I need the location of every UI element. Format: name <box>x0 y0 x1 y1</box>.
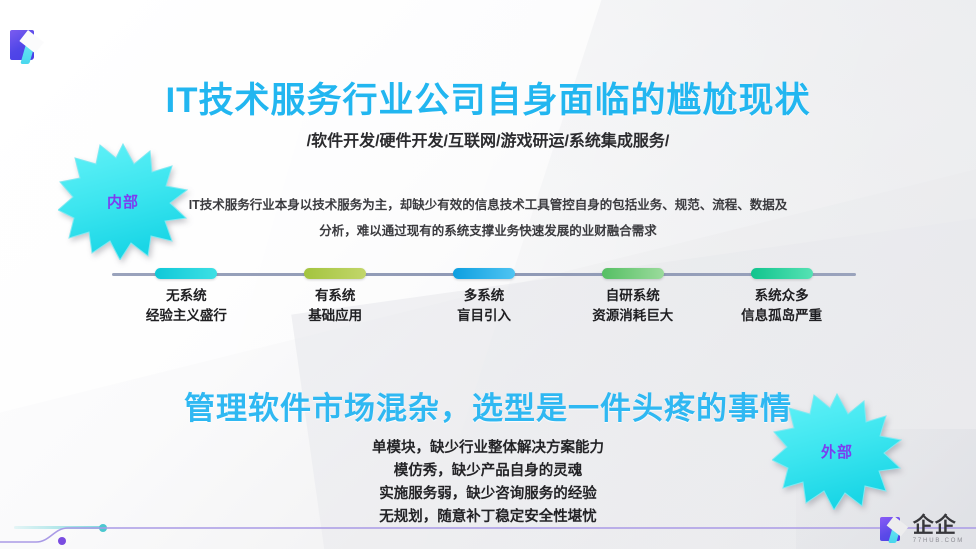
timeline-stage-marker <box>155 268 218 279</box>
badge-internal: 内部 <box>58 142 188 260</box>
page-title: IT技术服务行业公司自身面临的尴尬现状 <box>165 81 811 120</box>
timeline-stage-title: 有系统 <box>314 288 356 303</box>
timeline-stage-title: 自研系统 <box>605 288 660 303</box>
timeline-stage-desc: 资源消耗巨大 <box>592 308 674 323</box>
timeline-stage-title: 无系统 <box>166 288 207 303</box>
footer-curve-line <box>0 527 976 543</box>
qiqi-logo-mark-icon <box>10 30 44 64</box>
badge-external-label: 外部 <box>820 443 853 461</box>
external-bullet-item: 实施服务弱，缺少咨询服务的经验 <box>379 486 597 502</box>
footer-dot-purple <box>58 537 66 545</box>
intro-paragraph: IT技术服务行业本身以技术服务为主，却缺少有效的信息技术工具管控自身的包括业务、… <box>188 198 788 238</box>
timeline-stage-label: 多系统盲目引入 <box>399 286 569 326</box>
timeline-stage-marker <box>601 268 664 279</box>
timeline-stage-label: 系统众多信息孤岛严重 <box>697 286 867 326</box>
timeline-stage-title: 多系统 <box>463 288 505 303</box>
external-bullet-list: 单模块，缺少行业整体解决方案能力模仿秀，缺少产品自身的灵魂实施服务弱，缺少咨询服… <box>0 437 976 529</box>
timeline-stage-label: 有系统基础应用 <box>250 286 420 326</box>
timeline-stage-marker <box>453 268 515 279</box>
timeline-stage-desc: 信息孤岛严重 <box>741 308 823 323</box>
footer-logo-domain: 77HUB.COM <box>912 537 964 544</box>
timeline-stage-desc: 基础应用 <box>308 308 363 323</box>
timeline-stage-desc: 盲目引入 <box>457 308 511 323</box>
timeline-stage-marker <box>750 268 813 279</box>
timeline-stage-desc: 经验主义盛行 <box>145 308 227 323</box>
footer-accent-line-teal <box>14 526 106 529</box>
badge-internal-label: 内部 <box>106 193 139 211</box>
badge-external: 外部 <box>772 392 902 510</box>
timeline-stage-label: 自研系统资源消耗巨大 <box>548 286 718 326</box>
external-bullet-item: 单模块，缺少行业整体解决方案能力 <box>372 440 604 456</box>
footer-logo-text: 企企 77HUB.COM <box>913 515 964 544</box>
timeline-stage-label: 无系统经验主义盛行 <box>101 286 271 326</box>
footer-logo: 企企 77HUB.COM <box>879 514 964 544</box>
external-bullet-item: 模仿秀，缺少产品自身的灵魂 <box>393 463 583 479</box>
maturity-timeline: 无系统经验主义盛行有系统基础应用多系统盲目引入自研系统资源消耗巨大系统众多信息孤… <box>112 268 856 323</box>
footer-logo-mark-icon <box>879 516 908 543</box>
page-subtitle: /软件开发/硬件开发/互联网/游戏研运/系统集成服务/ <box>306 133 670 150</box>
timeline-stage-title: 系统众多 <box>754 288 809 303</box>
section-title-external: 管理软件市场混杂，选型是一件头疼的事情 <box>184 391 792 426</box>
external-bullet-item: 无规划，随意补丁稳定安全性堪忧 <box>379 509 597 525</box>
footer-logo-name: 企企 <box>912 513 957 537</box>
timeline-stage-marker <box>304 268 367 279</box>
